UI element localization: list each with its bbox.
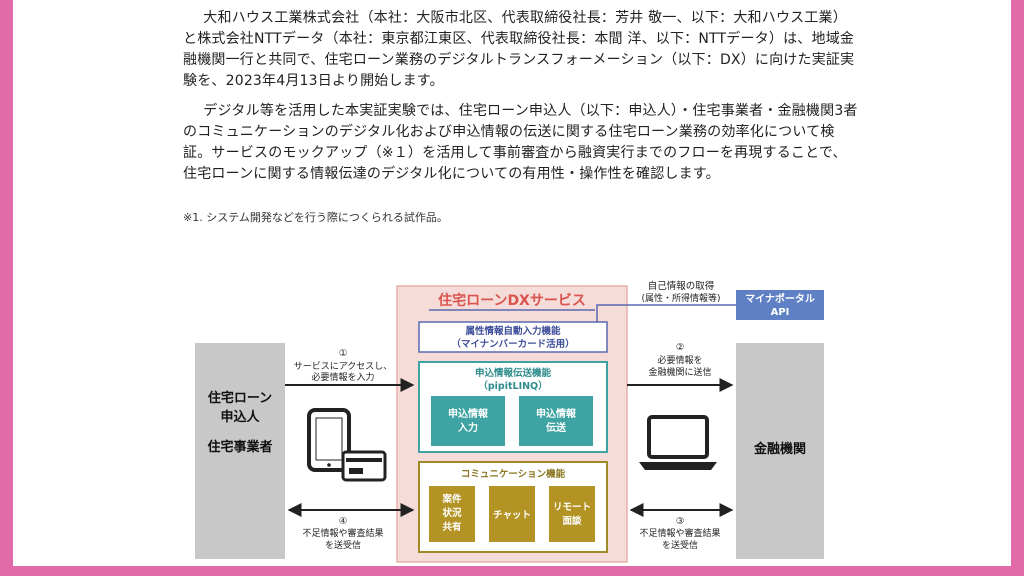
remote-meeting-label-2: 面談 <box>562 515 582 527</box>
mynaportal-label-1: マイナポータル <box>745 292 815 305</box>
tablet-card-icon <box>307 408 387 482</box>
step1-label-2: 必要情報を入力 <box>311 371 374 383</box>
bank-label: 金融機関 <box>753 441 806 457</box>
communication-title: コミュニケーション機能 <box>461 468 566 480</box>
step4-label-1: 不足情報や審査結果 <box>302 527 383 539</box>
step4-label-2: を送受信 <box>325 539 361 551</box>
send-box <box>519 396 593 446</box>
send-box-label-1: 申込情報 <box>536 407 577 420</box>
document-page: 大和ハウス工業株式会社（本社：大阪市北区、代表取締役社長：芳井 敬一、以下：大和… <box>13 0 1011 566</box>
footnote: ※1. システム開発などを行う際につくられる試作品。 <box>183 211 448 224</box>
case-share-label-3: 共有 <box>442 521 462 533</box>
step2-label-2: 金融機関に送信 <box>648 366 711 378</box>
case-share-label-1: 案件 <box>441 493 462 505</box>
transfer-title-1: 申込情報伝送機能 <box>475 367 552 379</box>
chat-box <box>489 486 535 542</box>
step2-number: ② <box>676 342 685 353</box>
applicant-box <box>195 343 285 559</box>
case-share-label-2: 状況 <box>442 507 462 519</box>
laptop-icon <box>639 415 717 470</box>
bank-box <box>736 343 824 559</box>
step2-label-1: 必要情報を <box>657 354 702 366</box>
applicant-label-2: 申込人 <box>220 409 260 425</box>
chat-label: チャット <box>493 510 531 521</box>
transfer-title-2: （pipitLINQ） <box>478 380 547 392</box>
input-box-label-2: 入力 <box>458 421 478 434</box>
applicant-label-1: 住宅ローン <box>208 390 272 406</box>
step3-number: ③ <box>676 516 685 527</box>
attr-input-label-2: （マイナンバーカード活用） <box>451 338 574 350</box>
input-box-label-1: 申込情報 <box>448 407 489 420</box>
case-share-box <box>429 486 475 542</box>
attr-input-box <box>418 321 608 353</box>
builder-label: 住宅事業者 <box>207 439 272 455</box>
self-info-label-2: (属性・所得情報等) <box>641 292 720 304</box>
step1-number: ① <box>339 348 348 359</box>
input-box <box>431 396 505 446</box>
self-info-label-1: 自己情報の取得 <box>648 280 715 292</box>
step4-number: ④ <box>339 516 348 527</box>
mynaportal-api-box <box>736 290 824 320</box>
paragraph-intro: 大和ハウス工業株式会社（本社：大阪市北区、代表取締役社長：芳井 敬一、以下：大和… <box>183 10 855 89</box>
dx-service-diagram: 住宅ローン 申込人 住宅事業者 金融機関 住宅ローンDXサービス 属性情報自動入… <box>195 280 824 563</box>
attr-input-label-1: 属性情報自動入力機能 <box>465 325 561 337</box>
mynaportal-label-2: API <box>771 307 790 318</box>
step3-label-2: を送受信 <box>662 539 698 551</box>
paragraph-details: デジタル等を活用した本実証実験では、住宅ローン申込人（以下：申込人）・住宅事業者… <box>183 103 858 182</box>
step1-label-1: サービスにアクセスし、 <box>294 361 393 372</box>
send-box-label-2: 伝送 <box>546 421 567 434</box>
remote-meeting-label-1: リモート <box>553 502 591 513</box>
service-title: 住宅ローンDXサービス <box>438 292 586 309</box>
remote-meeting-box <box>549 486 595 542</box>
step3-label-1: 不足情報や審査結果 <box>639 527 720 539</box>
portal-connector <box>596 304 739 322</box>
